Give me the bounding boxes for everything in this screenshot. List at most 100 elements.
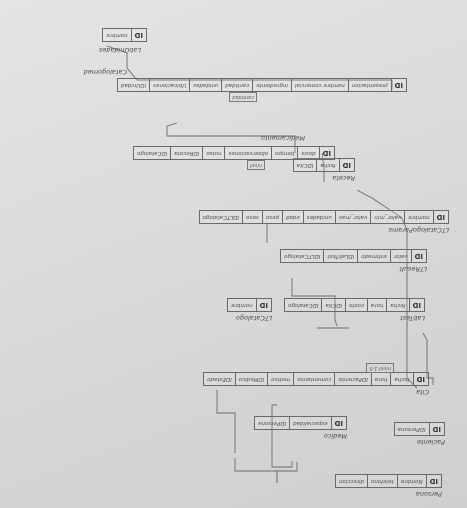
attribute: unidades: [189, 79, 222, 91]
attribute: ID: [410, 250, 426, 262]
attribute: valor_min: [370, 211, 405, 223]
link-persona-medico: [234, 458, 278, 483]
attribute: ID: [412, 373, 428, 385]
link-persona-paciente: [276, 462, 298, 483]
attribute: ID: [330, 417, 346, 429]
attribute: peso: [261, 211, 282, 223]
attribute: fecha: [390, 373, 413, 385]
attribute: ID: [432, 211, 448, 223]
attribute: IDMedico: [234, 373, 268, 385]
link-cita-labtest: [422, 332, 434, 385]
attribute: nombre: [106, 32, 128, 38]
annotation-note: cantidad: [229, 92, 257, 102]
attribute: ID: [428, 423, 444, 435]
entity-title: Cita: [416, 388, 429, 396]
attribute: valor_max: [334, 211, 371, 223]
annotation-note: nivel: [247, 160, 265, 170]
attribute: edad: [281, 211, 303, 223]
attribute: comentarios: [293, 373, 335, 385]
attribute: ingrediente: [252, 79, 291, 91]
attribute-row: ID especialidad IDPersona: [254, 416, 347, 430]
attribute: especialidad: [289, 417, 331, 429]
attribute: fecha: [386, 299, 409, 311]
attribute: ID: [255, 299, 271, 311]
attribute: IDPersona: [258, 420, 287, 426]
attribute-row: ID IDPersona: [393, 422, 445, 436]
attribute: IDReceta: [170, 147, 203, 159]
entity-title: LTCatalogoParams: [388, 226, 449, 234]
entity-title: Medicamento: [260, 134, 305, 142]
attribute: ID: [318, 147, 334, 159]
attribute-row: ID fecha hora IDPaciente comentarios mot…: [203, 372, 429, 386]
entity-cita: Cita ID fecha hora IDPaciente comentario…: [203, 363, 429, 396]
attribute: sexo: [241, 211, 262, 223]
attribute: nombre: [404, 211, 433, 223]
attribute-row: ID valor estimado IDLabTest IDLTCatalogo: [279, 249, 427, 263]
attribute: notas: [202, 147, 225, 159]
link-paciente-cita: [271, 404, 293, 468]
attribute: IDCatalogo: [136, 150, 168, 156]
link-medico-cita: [216, 390, 236, 453]
attribute: IDUnidad: [120, 82, 147, 88]
attribute: hora: [370, 373, 391, 385]
attribute: direccion: [338, 478, 364, 484]
attribute: valor: [389, 250, 411, 262]
attribute: tiempo: [271, 147, 298, 159]
attribute: Nombre: [396, 475, 426, 487]
entity-labtest: LabTest ID fecha hora costo IDCita IDCat…: [283, 298, 425, 322]
attribute: hora: [366, 299, 387, 311]
annotation-note: nivel 1-5: [366, 363, 394, 373]
link-cita-receta: [356, 189, 418, 389]
attribute: motivo: [267, 373, 294, 385]
attribute: nombre comercial: [290, 79, 348, 91]
attribute: IDLabTest: [323, 250, 358, 262]
attribute: ID: [130, 29, 146, 41]
attribute: IDLTCatalogo: [283, 253, 321, 259]
link-labtest-ltresult: [291, 278, 338, 327]
entity-title: Receta: [332, 174, 355, 182]
entity-ltcatalogo: LTCatalogo ID nombre: [227, 298, 272, 322]
attribute-row: ID Nombre telefono direccion: [334, 474, 442, 488]
attribute: IDPaciente: [334, 373, 371, 385]
attribute: cantidad: [221, 79, 253, 91]
entity-title: LabTest: [400, 314, 425, 322]
attribute: observaciones: [224, 147, 272, 159]
attribute: IDPersona: [397, 426, 426, 432]
link-receta-medicamento: [321, 152, 325, 182]
attribute-row: ID presentacion nombre comercial ingredi…: [116, 78, 407, 92]
link-catalogomed-labunidades: [106, 45, 393, 90]
attribute: unidades: [302, 211, 335, 223]
entity-catalogomed: Catalogomed ID presentacion nombre comer…: [84, 68, 407, 102]
attribute: nombre: [231, 302, 253, 308]
attribute: estimado: [357, 250, 390, 262]
entity-title: Catalogomed: [83, 68, 127, 76]
attribute-row: ID dosis tiempo observaciones notas IDRe…: [132, 146, 335, 160]
entity-ltresult: LTResult ID valor estimado IDLabTest IDL…: [279, 249, 427, 273]
attribute: IDLTCatalogo: [202, 214, 239, 220]
entity-title: LTCatalogo: [235, 314, 272, 322]
entity-title: LabUnidades: [98, 46, 141, 54]
entity-title: Paciente: [417, 438, 445, 446]
entity-receta: Receta ID fecha IDCita: [292, 158, 355, 182]
attribute: fecha: [316, 159, 339, 171]
attribute-row: ID fecha IDCita: [292, 158, 355, 172]
entity-title: Persona: [415, 490, 442, 498]
attribute: presentacion: [347, 79, 391, 91]
attribute: costo: [345, 299, 367, 311]
attribute-row: ID nombre: [227, 298, 272, 312]
entity-persona: Persona ID Nombre telefono direccion: [334, 474, 442, 498]
attribute: dosis: [297, 147, 319, 159]
attribute: telefono: [366, 475, 397, 487]
attribute: ID: [425, 475, 441, 487]
attribute-row: ID nombre valor_min valor_max unidades e…: [198, 210, 449, 224]
entity-title: Medico: [323, 432, 347, 440]
link-medicamento-catalogomed: [166, 122, 296, 153]
attribute: IDEstado: [207, 376, 232, 382]
entity-medicamento: Medicamento ID dosis tiempo observacione…: [132, 134, 335, 170]
attribute: Ubicaciones: [149, 79, 190, 91]
attribute: ID: [338, 159, 354, 171]
attribute-row: ID fecha hora costo IDCita IDCatalogo: [283, 298, 425, 312]
entity-ltcatalogoparams: LTCatalogoParams ID nombre valor_min val…: [198, 210, 449, 234]
attribute-row: ID nombre: [102, 28, 147, 42]
